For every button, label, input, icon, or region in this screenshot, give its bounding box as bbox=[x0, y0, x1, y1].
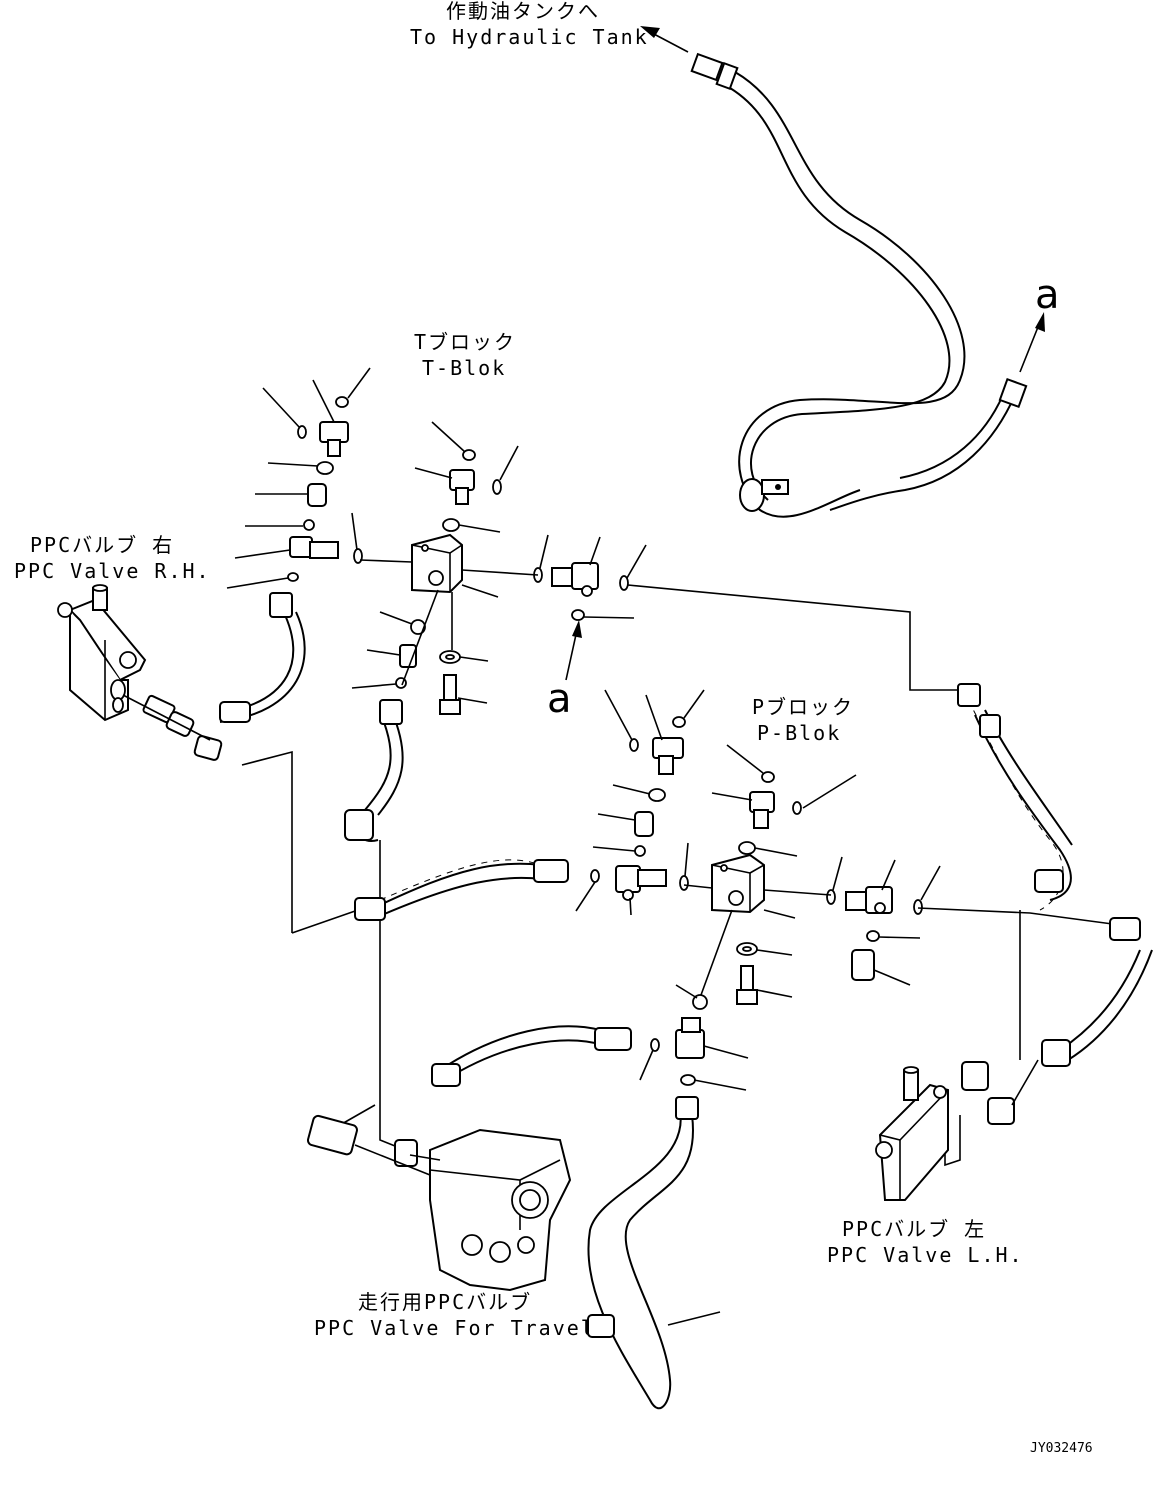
hose-lower bbox=[431, 1025, 632, 1087]
marker-a-mid: a bbox=[547, 676, 572, 722]
ppc-valve-travel bbox=[306, 1114, 572, 1292]
arrow-a-top-icon bbox=[1019, 312, 1045, 373]
t-block-bottom-parts bbox=[395, 619, 461, 715]
hose-t-block-to-travel bbox=[344, 699, 404, 842]
connection-lines bbox=[241, 559, 1121, 1167]
p-block-bottom-parts bbox=[650, 942, 758, 1086]
p-block-elbow-left bbox=[590, 865, 689, 901]
ppc-valve-rh bbox=[57, 584, 147, 722]
hose-to-tank bbox=[690, 52, 1028, 518]
t-block-elbow-right bbox=[533, 562, 629, 621]
t-block-label-en: T-Blok bbox=[422, 356, 506, 380]
t-block-elbow-left bbox=[287, 536, 363, 582]
marker-a-top: a bbox=[1035, 272, 1060, 318]
hose-travel-to-p-block bbox=[354, 859, 569, 921]
t-block-nut-left bbox=[303, 461, 334, 531]
hose-ppc-rh-to-t-block bbox=[219, 592, 306, 723]
ppc-valve-rh-label-en: PPC Valve R.H. bbox=[14, 559, 211, 583]
p-block-fitting-upper-right bbox=[738, 771, 802, 855]
tank-label-en: To Hydraulic Tank bbox=[410, 25, 649, 49]
p-block-label-en: P-Blok bbox=[757, 721, 841, 745]
t-block-leaders bbox=[226, 367, 647, 704]
arrow-a-mid-icon bbox=[565, 620, 582, 681]
ppc-valve-travel-label-jp: 走行用PPCバルブ bbox=[358, 1290, 532, 1314]
p-block-label-jp: Pブロック bbox=[752, 695, 854, 719]
ppc-valve-lh bbox=[875, 1061, 1015, 1201]
p-block-elbow-right bbox=[826, 886, 923, 981]
t-block-fitting-upper-right bbox=[442, 449, 502, 532]
ppc-rh-fittings bbox=[122, 694, 223, 761]
ppc-valve-lh-label-jp: PPCバルブ 左 bbox=[842, 1217, 986, 1241]
tank-label-jp: 作動油タンクへ bbox=[446, 0, 600, 23]
p-block-leaders bbox=[575, 689, 941, 1091]
ppc-valve-lh-label-en: PPC Valve L.H. bbox=[827, 1243, 1024, 1267]
t-block-label-jp: Tブロック bbox=[414, 330, 516, 354]
drawing-code: JY032476 bbox=[1030, 1441, 1093, 1456]
ppc-valve-travel-label-en: PPC Valve For Travel bbox=[314, 1316, 595, 1340]
t-block bbox=[411, 533, 463, 594]
p-block bbox=[711, 853, 765, 914]
ppc-valve-rh-label-jp: PPCバルブ 右 bbox=[30, 533, 174, 557]
hose-ppc-lh bbox=[957, 683, 1153, 1106]
arrow-to-tank-icon bbox=[640, 26, 689, 53]
p-block-fitting-upper-left bbox=[629, 716, 686, 857]
t-block-fitting-upper-left bbox=[297, 396, 349, 457]
hose-to-travel-bottom bbox=[587, 1096, 721, 1410]
